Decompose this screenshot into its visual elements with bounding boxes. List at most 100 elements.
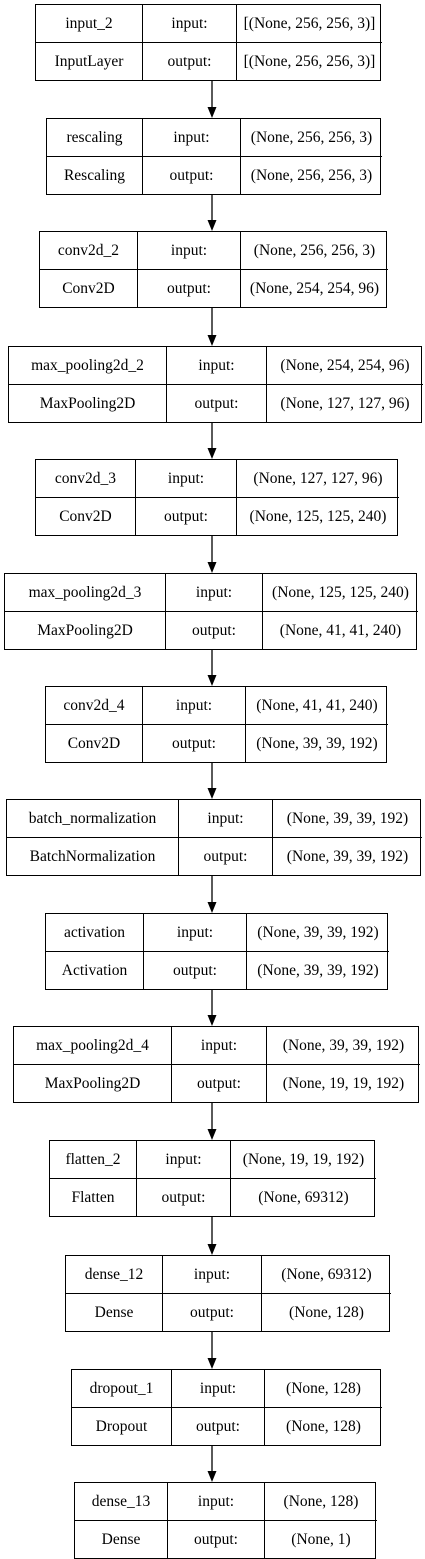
input-label: input: [163, 1256, 262, 1294]
output-label: output: [172, 1407, 265, 1445]
output-label: output: [138, 269, 241, 307]
edge-arrow [207, 876, 217, 913]
input-shape: (None, 39, 39, 192) [247, 914, 389, 952]
edge-arrow [207, 536, 217, 573]
input-label: input: [167, 347, 267, 385]
input-label: input: [143, 5, 237, 43]
layer-class: Conv2D [36, 497, 136, 535]
input-shape: (None, 256, 256, 3) [241, 232, 388, 270]
output-label: output: [143, 724, 246, 762]
output-label: output: [143, 156, 241, 194]
edge-arrow [207, 650, 217, 686]
output-shape: (None, 256, 256, 3) [250, 166, 373, 184]
layer-name: conv2d_3 [36, 460, 136, 498]
edge-arrow [207, 195, 217, 231]
layer-class: Dense [75, 1520, 168, 1558]
input-shape: (None, 125, 125, 240) [263, 574, 418, 612]
arrowhead [207, 1015, 217, 1026]
input-shape: (None, 256, 256, 3) [241, 119, 382, 157]
layer-class: Flatten [50, 1178, 137, 1216]
layer-class: MaxPooling2D [9, 384, 167, 422]
input-label: input: [172, 1370, 265, 1408]
layer-class: MaxPooling2D [14, 1064, 172, 1102]
output-label: output: [179, 837, 273, 875]
layer-class: BatchNormalization [7, 837, 179, 875]
arrowhead [207, 788, 217, 799]
layer-name: max_pooling2d_4 [14, 1027, 172, 1065]
arrowhead [207, 1129, 217, 1140]
edge-arrow [207, 1217, 217, 1255]
output-label: output: [168, 1520, 265, 1558]
input-label: input: [144, 914, 247, 952]
output-label: output: [137, 1178, 231, 1216]
input-label: input: [137, 1141, 231, 1179]
input-label: input: [143, 687, 246, 725]
arrowhead [207, 1471, 217, 1482]
input-label: input: [138, 232, 241, 270]
input-label: input: [172, 1027, 267, 1065]
layer-name: activation [46, 914, 144, 952]
input-shape: (None, 39, 39, 192) [273, 800, 422, 838]
output-label: output: [172, 1064, 267, 1102]
output-shape: (None, 128) [286, 1417, 361, 1435]
output-label: output: [144, 951, 247, 989]
output-label: output: [166, 611, 263, 649]
output-label: output: [143, 42, 237, 80]
layer-class: InputLayer [36, 42, 143, 80]
edge-arrow [207, 990, 217, 1026]
input-shape: (None, 19, 19, 192) [231, 1141, 376, 1179]
output-shape: (None, 128) [289, 1303, 364, 1321]
output-shape: (None, 69312) [258, 1188, 349, 1206]
output-shape: (None, 125, 125, 240) [249, 507, 387, 525]
layer-name: batch_normalization [7, 800, 179, 838]
input-shape: (None, 254, 254, 96) [267, 347, 423, 385]
input-shape: (None, 69312) [262, 1256, 391, 1294]
arrowhead [207, 1358, 217, 1369]
output-shape: [(None, 256, 256, 3)] [243, 52, 376, 70]
output-label: output: [167, 384, 267, 422]
output-shape: (None, 39, 39, 192) [256, 734, 378, 752]
input-label: input: [179, 800, 273, 838]
layer-class: Conv2D [40, 269, 138, 307]
input-shape: (None, 39, 39, 192) [267, 1027, 420, 1065]
input-label: input: [136, 460, 237, 498]
output-shape: (None, 41, 41, 240) [279, 621, 402, 639]
input-shape: [(None, 256, 256, 3)] [237, 5, 382, 43]
edge-arrow [207, 763, 217, 799]
edge-arrow [207, 81, 217, 118]
arrowhead [207, 335, 217, 346]
edge-arrow [207, 1332, 217, 1369]
layer-class: MaxPooling2D [5, 611, 166, 649]
input-label: input: [143, 119, 241, 157]
layer-class: Activation [46, 951, 144, 989]
layer-class: Dense [66, 1293, 163, 1331]
layer-class: Rescaling [47, 156, 143, 194]
arrowhead [207, 675, 217, 686]
input-shape: (None, 128) [265, 1483, 377, 1521]
edge-arrow [207, 1446, 217, 1482]
arrowhead [207, 448, 217, 459]
output-shape: (None, 19, 19, 192) [282, 1074, 405, 1092]
input-shape: (None, 127, 127, 96) [237, 460, 399, 498]
edge-arrow [207, 423, 217, 459]
layer-name: input_2 [36, 5, 143, 43]
input-label: input: [168, 1483, 265, 1521]
edge-arrow [207, 1103, 217, 1140]
layer-name: max_pooling2d_2 [9, 347, 167, 385]
input-label: input: [166, 574, 263, 612]
layer-name: max_pooling2d_3 [5, 574, 166, 612]
layer-name: flatten_2 [50, 1141, 137, 1179]
